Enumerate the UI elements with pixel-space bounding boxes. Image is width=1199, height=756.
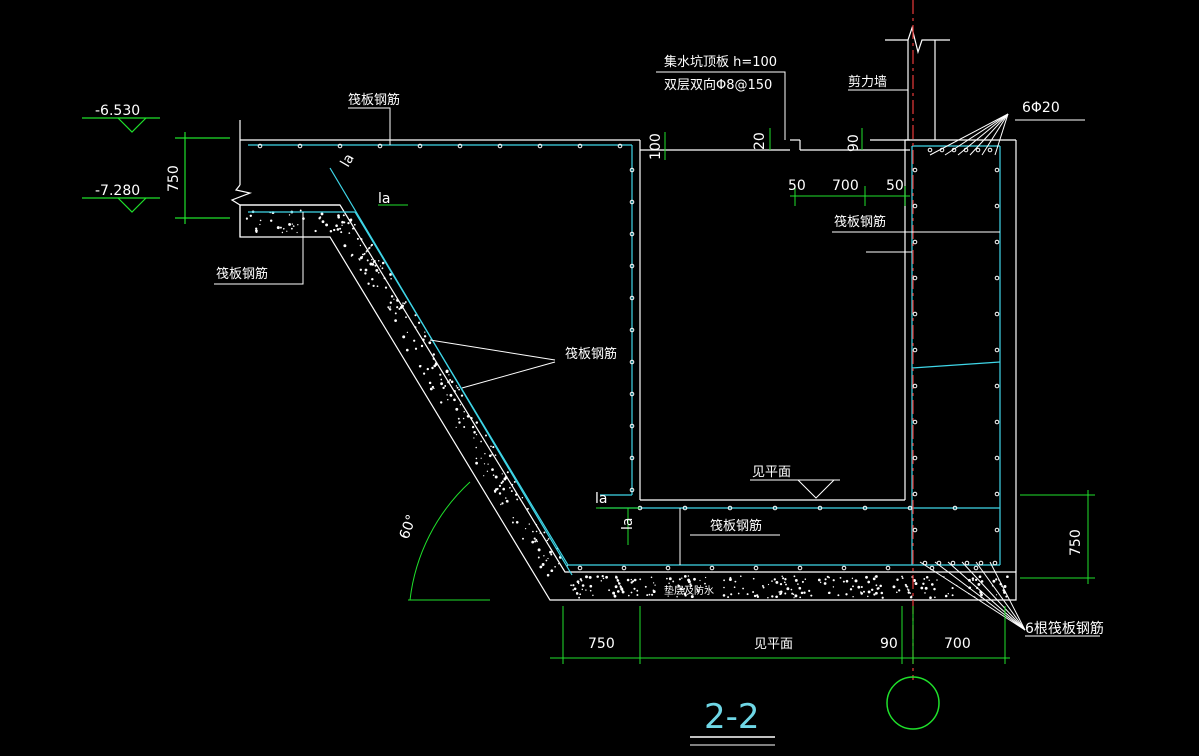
dim-90-top: 90 <box>846 134 862 152</box>
shear-wall-break <box>885 25 950 140</box>
dimension-lines <box>378 128 1095 664</box>
label-la-bottom: la <box>595 491 607 507</box>
rebar-lines <box>248 144 1001 576</box>
elevation-marks <box>82 117 230 224</box>
label-raft-rebar-top: 筏板钢筋 <box>348 92 400 108</box>
elevation-top: -6.530 <box>95 103 140 119</box>
elevation-bottom: -7.280 <box>95 183 140 199</box>
axis-circle <box>886 676 940 730</box>
label-see-plan: 见平面 <box>752 465 791 480</box>
label-la-slope: la <box>338 151 358 170</box>
dim-750-right: 750 <box>1068 529 1084 556</box>
dim-90-bottom: 90 <box>880 636 898 652</box>
concrete-body <box>239 204 1017 601</box>
label-pit-top-slab: 集水坑顶板 h=100 <box>664 54 777 70</box>
label-raft-rebar-left: 筏板钢筋 <box>216 266 268 282</box>
dim-750-bottom: 750 <box>588 636 615 652</box>
bottom-bars-fan <box>919 561 1026 631</box>
left-break-line <box>230 120 253 237</box>
label-pit-top-slab-rebar: 双层双向Φ8@150 <box>664 77 772 93</box>
label-angle: 60° <box>397 513 421 542</box>
dim-50-right: 50 <box>886 178 904 194</box>
label-la-top: la <box>378 191 390 207</box>
dim-see-plan: 见平面 <box>754 637 793 652</box>
elevation-dim-750: 750 <box>166 165 182 192</box>
top-bars-fan <box>929 113 1009 156</box>
top-slab-lines <box>240 139 1017 572</box>
label-waterproof: 垫层及防水 <box>664 584 714 597</box>
rebar-dots <box>257 143 1000 571</box>
label-top-bars: 6Φ20 <box>1022 100 1060 116</box>
dim-700-bottom: 700 <box>944 636 971 652</box>
leader-lines <box>214 71 1100 637</box>
label-raft-rebar-slope: 筏板钢筋 <box>565 346 617 362</box>
dim-50-left: 50 <box>788 178 806 194</box>
label-bottom-bars: 6根筏板钢筋 <box>1025 620 1104 637</box>
label-raft-rebar-bottom: 筏板钢筋 <box>710 518 762 534</box>
label-raft-rebar-right: 筏板钢筋 <box>834 214 886 230</box>
dim-700-top: 700 <box>832 178 859 194</box>
label-la-vertical: la <box>620 518 636 530</box>
label-shear-wall: 剪力墙 <box>848 74 887 90</box>
dim-20: 20 <box>752 132 768 150</box>
dim-100: 100 <box>648 133 664 160</box>
section-title: 2-2 <box>704 697 760 737</box>
